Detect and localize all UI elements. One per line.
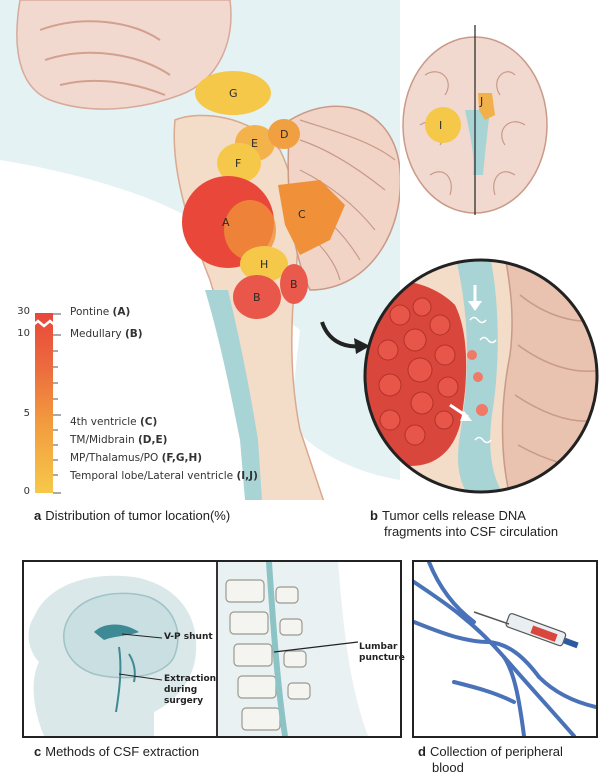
vp-shunt-label: V-P shunt <box>164 632 213 642</box>
tick-label-30: 30 <box>17 306 30 317</box>
region-B-blob-1 <box>233 275 281 319</box>
panel-c-box: V-P shunt Extraction during surgery Lumb… <box>22 560 405 738</box>
color-bar-break-mark <box>31 319 57 328</box>
region-label-b-2: B <box>290 278 298 291</box>
region-F-blob <box>217 143 261 183</box>
region-label-b-1: B <box>253 291 261 304</box>
lateral-ventricle <box>94 624 139 640</box>
syringe-icon <box>473 611 579 649</box>
color-bar-ticks <box>53 313 61 494</box>
spinal-canal <box>266 562 288 736</box>
brain-sagittal-illustration: G E D F A C H B B <box>0 0 400 500</box>
cerebrum-tissue <box>16 0 232 110</box>
region-J-blob <box>478 93 495 120</box>
region-label-d: D <box>280 128 288 141</box>
tick-label-0: 0 <box>23 486 30 497</box>
released-cell-1 <box>467 350 477 360</box>
panel-c-divider <box>216 562 218 736</box>
vein-syringe-illustration <box>414 562 596 736</box>
dna-fragment-1 <box>469 316 487 324</box>
legend-item-tm-midbrain: TM/Midbrain (D,E) <box>70 434 168 446</box>
tick-label-5: 5 <box>23 408 30 419</box>
region-label-e: E <box>251 137 258 150</box>
extraction-during-surgery-label: Extraction during surgery <box>164 674 217 706</box>
region-label-j: J <box>479 95 483 108</box>
distribution-color-bar <box>35 313 53 493</box>
puncture-needle <box>273 641 359 653</box>
tick-label-10: 10 <box>17 328 30 339</box>
region-D-blob <box>268 119 300 149</box>
region-H-blob <box>240 246 288 282</box>
region-label-a: A <box>222 216 230 229</box>
tumor-dna-release-magnified <box>363 258 599 494</box>
catheter-line <box>115 646 122 713</box>
legend-item-medullary: Medullary (B) <box>70 328 143 340</box>
axial-brain-illustration: I J <box>402 25 548 215</box>
dna-fragment-3 <box>474 436 492 444</box>
region-I-blob <box>425 107 461 143</box>
zoom-arrow <box>320 321 370 354</box>
dna-fragment-2 <box>479 336 497 344</box>
lumbar-puncture-label: Lumbar puncture <box>359 642 405 663</box>
panel-d-box <box>412 560 598 738</box>
released-cell-3 <box>476 404 488 416</box>
region-label-h: H <box>260 258 268 271</box>
legend-item-temporal-lobe: Temporal lobe/Lateral ventricle (I,J) <box>70 470 258 482</box>
region-label-c: C <box>298 208 306 221</box>
region-G-blob <box>195 71 271 115</box>
region-label-f: F <box>235 157 241 170</box>
released-cell-2 <box>473 372 483 382</box>
head-profile-illustration <box>24 562 216 736</box>
region-C-blob <box>278 180 345 255</box>
legend-item-pontine: Pontine (A) <box>70 306 131 318</box>
legend-item-4th-ventricle: 4th ventricle (C) <box>70 416 158 428</box>
region-B-blob-2 <box>280 264 308 304</box>
lumbar-spine-illustration <box>218 562 400 736</box>
region-label-g: G <box>229 87 238 100</box>
region-label-i: I <box>439 119 442 132</box>
legend-item-mp-thalamus-po: MP/Thalamus/PO (F,G,H) <box>70 452 203 464</box>
